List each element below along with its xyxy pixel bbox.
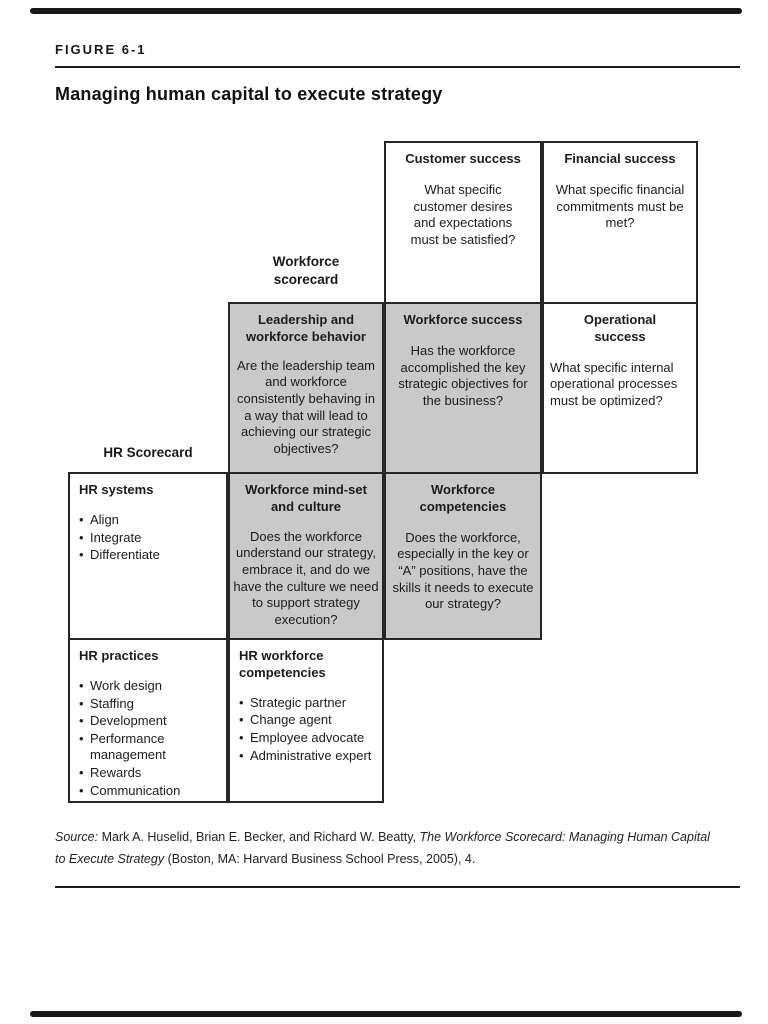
bullet-item: • Align: [79, 512, 220, 529]
cell-financial-success: Financial success What specific financia…: [542, 141, 698, 304]
cell-title: Workforce competencies: [419, 482, 507, 514]
cell-title: Operational success: [583, 312, 657, 344]
cell-customer-success: Customer success What specific customer …: [384, 141, 542, 304]
bullet-label: Communication: [90, 782, 181, 798]
bullet-list: • Align • Integrate • Differentiate: [79, 512, 220, 564]
header-rule: [55, 66, 740, 68]
cell-leadership-and-workforce-behavior: Leadership and workforce behavior Are th…: [228, 302, 384, 474]
bullet-label: Administrative expert: [250, 747, 372, 763]
page-edge-bar-top: [30, 8, 742, 14]
cell-body: Does the workforce, especially in the ke…: [392, 529, 534, 612]
cell-title: Customer success: [405, 151, 521, 166]
bullet-icon: •: [79, 730, 84, 746]
bullet-list: • Work design • Staffing • Development • Perfor…: [79, 678, 220, 799]
cell-body: What specific customer desires and expec…: [410, 181, 516, 247]
bullet-icon: •: [239, 730, 244, 746]
footer-rule: [55, 886, 740, 888]
source-label: Source:: [55, 830, 99, 844]
cell-title: Workforce success: [403, 312, 523, 327]
bullet-item: • Development: [79, 713, 220, 730]
bullet-icon: •: [79, 529, 84, 545]
bullet-item: • Performance management: [79, 731, 220, 764]
bullet-icon: •: [239, 712, 244, 728]
cell-title: HR practices: [79, 648, 159, 663]
cell-workforce-mindset-and-culture: Workforce mind-set and culture Does the …: [228, 472, 384, 640]
bullet-icon: •: [239, 694, 244, 710]
figure-label: FIGURE 6-1: [55, 42, 147, 57]
bullet-icon: •: [79, 765, 84, 781]
bullet-label: Work design: [90, 677, 163, 693]
bullet-label: Change agent: [250, 712, 332, 728]
bullet-item: • Rewards: [79, 765, 220, 782]
cell-body: What specific financial commitments must…: [555, 181, 685, 231]
bullet-icon: •: [79, 677, 84, 693]
bullet-label: Differentiate: [90, 547, 160, 563]
bullet-label: Integrate: [90, 529, 142, 545]
source-book-title: The Workforce Scorecard: Managing Human …: [55, 830, 710, 866]
bullet-icon: •: [79, 511, 84, 527]
cell-body: Are the leadership team and workforce co…: [236, 357, 376, 456]
cell-workforce-success: Workforce success Has the workforce acco…: [384, 302, 542, 474]
label-workforce-scorecard: Workforce scorecard: [228, 253, 384, 288]
bullet-item: • Work design: [79, 678, 220, 695]
cell-hr-practices: HR practices • Work design • Staffing • Devel…: [68, 638, 228, 803]
cell-title: HR workforce competencies: [239, 648, 326, 680]
bullet-item: • Communication: [79, 783, 220, 800]
source-publisher: (Boston, MA: Harvard Business School Pre…: [164, 851, 476, 866]
cell-hr-workforce-competencies: HR workforce competencies • Strategic par…: [228, 638, 384, 803]
bullet-item: • Change agent: [239, 712, 376, 729]
cell-operational-success: Operational success What specific intern…: [542, 302, 698, 474]
label-workforce-scorecard-text: Workforce scorecard: [272, 254, 340, 287]
cell-title: Leadership and workforce behavior: [246, 312, 366, 344]
cell-body: Has the workforce accomplished the key s…: [398, 342, 528, 408]
cell-hr-systems: HR systems • Align • Integrate • Differentiat…: [68, 472, 228, 640]
bullet-label: Performance management: [90, 730, 166, 763]
cell-body: Does the workforce understand our strate…: [233, 528, 379, 627]
cell-title: Financial success: [564, 151, 676, 166]
bullet-item: • Staffing: [79, 696, 220, 713]
bullet-list: • Strategic partner • Change agent • Employee…: [239, 695, 376, 765]
cell-workforce-competencies: Workforce competencies Does the workforc…: [384, 472, 542, 640]
bullet-item: • Integrate: [79, 530, 220, 547]
bullet-icon: •: [79, 695, 84, 711]
bullet-icon: •: [79, 713, 84, 729]
bullet-label: Rewards: [90, 765, 142, 781]
cell-title: HR systems: [79, 482, 154, 497]
bullet-item: • Administrative expert: [239, 748, 376, 765]
bullet-icon: •: [239, 747, 244, 763]
bullet-icon: •: [79, 547, 84, 563]
figure-title: Managing human capital to execute strate…: [55, 84, 443, 104]
bullet-item: • Employee advocate: [239, 730, 376, 747]
bullet-label: Employee advocate: [250, 730, 365, 746]
bullet-label: Development: [90, 713, 167, 729]
bullet-item: • Differentiate: [79, 547, 220, 564]
cell-body: What specific internal operational proce…: [550, 359, 678, 409]
page-edge-bar-bottom: [30, 1011, 742, 1017]
source-authors: Mark A. Huselid, Brian E. Becker, and Ri…: [98, 830, 420, 844]
bullet-label: Strategic partner: [250, 694, 347, 710]
bullet-label: Align: [90, 511, 119, 527]
cell-title: Workforce mind-set and culture: [245, 482, 367, 514]
label-hr-scorecard: HR Scorecard: [103, 445, 193, 460]
bullet-item: • Strategic partner: [239, 695, 376, 712]
bullet-label: Staffing: [90, 695, 134, 711]
bullet-icon: •: [79, 782, 84, 798]
source-citation: Source: Mark A. Huselid, Brian E. Becker…: [55, 827, 717, 871]
